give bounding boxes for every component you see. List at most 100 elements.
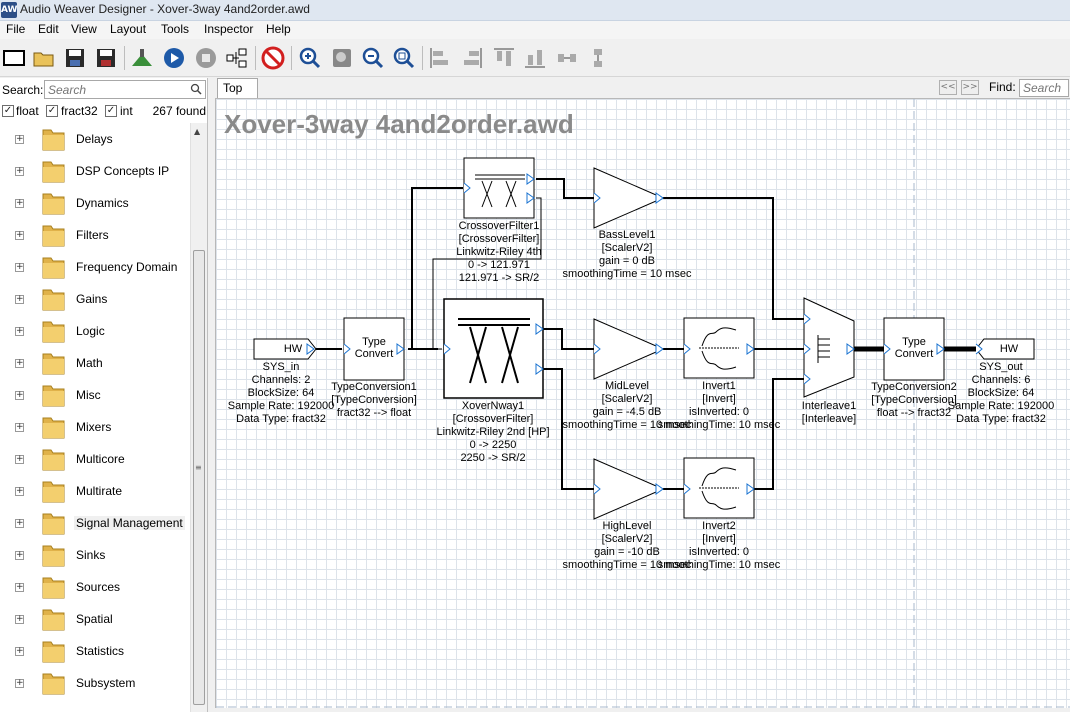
- tc1-class: [TypeConversion]: [331, 394, 417, 406]
- expand-icon[interactable]: +: [15, 134, 24, 144]
- scroll-thumb[interactable]: ≡: [193, 250, 205, 705]
- expand-icon[interactable]: +: [15, 198, 24, 208]
- tree-item-math[interactable]: +Math: [0, 347, 190, 379]
- profile-icon[interactable]: [225, 46, 249, 70]
- align-left-icon[interactable]: [428, 46, 452, 70]
- folder-icon: [42, 385, 65, 407]
- scroll-up-icon[interactable]: ▲: [194, 127, 201, 136]
- run-icon[interactable]: [162, 46, 186, 70]
- tree-item-delays[interactable]: +Delays: [0, 123, 190, 155]
- stop-icon[interactable]: [194, 46, 218, 70]
- tree-item-mixers[interactable]: +Mixers: [0, 411, 190, 443]
- tree-item-multirate[interactable]: +Multirate: [0, 475, 190, 507]
- tree-item-logic[interactable]: +Logic: [0, 315, 190, 347]
- expand-icon[interactable]: +: [15, 358, 24, 368]
- tree-item-spatial[interactable]: +Spatial: [0, 603, 190, 635]
- int-checkbox[interactable]: ✓: [105, 105, 117, 117]
- expand-icon[interactable]: +: [15, 486, 24, 496]
- mid-class: [ScalerV2]: [601, 393, 653, 405]
- menu-view[interactable]: View: [71, 22, 97, 36]
- tree-item-frequency-domain[interactable]: + Frequency Domain: [0, 251, 190, 283]
- sys-out-channels: Channels: 6: [971, 374, 1031, 386]
- zoom-out-icon[interactable]: [361, 46, 385, 70]
- fract32-checkbox[interactable]: ✓: [46, 105, 58, 117]
- bass-smoothing: smoothingTime = 10 msec: [562, 268, 692, 280]
- distribute-h-icon[interactable]: [555, 46, 579, 70]
- tree-item-sinks[interactable]: +Sinks: [0, 539, 190, 571]
- menu-file[interactable]: File: [6, 22, 26, 36]
- align-top-icon[interactable]: [492, 46, 516, 70]
- expand-icon[interactable]: +: [15, 390, 24, 400]
- expand-icon[interactable]: +: [15, 166, 24, 176]
- float-checkbox[interactable]: ✓: [2, 105, 14, 117]
- bass-level1-block: [593, 167, 665, 229]
- wiring-diagram: [216, 99, 1070, 708]
- save-icon[interactable]: [63, 46, 87, 70]
- folder-icon: [42, 289, 65, 311]
- expand-icon[interactable]: +: [15, 294, 24, 304]
- find-input[interactable]: [1019, 79, 1069, 97]
- align-bottom-icon[interactable]: [523, 46, 547, 70]
- tree-item-misc[interactable]: +Misc: [0, 379, 190, 411]
- new-icon[interactable]: [2, 46, 26, 70]
- float-label: float: [16, 104, 39, 118]
- tree-item-dynamics[interactable]: +Dynamics: [0, 187, 190, 219]
- expand-icon[interactable]: +: [15, 550, 24, 560]
- tree-scrollbar[interactable]: ▲ ≡: [190, 123, 207, 712]
- xnway-type: Linkwitz-Riley 2nd [HP]: [436, 426, 550, 438]
- invert1-smoothing: smoothingTime: 10 msec: [657, 419, 781, 431]
- sys-in-channels: Channels: 2: [251, 374, 311, 386]
- nav-next-button[interactable]: >>: [961, 80, 979, 95]
- expand-icon[interactable]: +: [15, 422, 24, 432]
- tc1-name: TypeConversion1: [331, 381, 417, 393]
- tree-item-filters[interactable]: +Filters: [0, 219, 190, 251]
- distribute-v-icon[interactable]: [586, 46, 610, 70]
- no-debug-icon[interactable]: [261, 46, 285, 70]
- build-icon[interactable]: [130, 46, 154, 70]
- tc1-box-line-2: Convert: [354, 348, 394, 360]
- expand-icon[interactable]: +: [15, 326, 24, 336]
- zoom-reset-icon[interactable]: [392, 46, 416, 70]
- tree-item-label: Frequency Domain: [76, 260, 178, 274]
- zoom-fit-icon[interactable]: [330, 46, 354, 70]
- expand-icon[interactable]: +: [15, 230, 24, 240]
- menu-inspector[interactable]: Inspector: [204, 22, 254, 36]
- menu-layout[interactable]: Layout: [110, 22, 147, 36]
- tree-item-signal-management[interactable]: +Signal Management: [0, 507, 190, 539]
- expand-icon[interactable]: +: [15, 454, 24, 464]
- tree-item-dsp-concepts-ip[interactable]: +DSP Concepts IP: [0, 155, 190, 187]
- wire-bass-to-ilv: [663, 197, 807, 320]
- folder-icon: [42, 481, 65, 503]
- menu-tools[interactable]: Tools: [161, 22, 190, 36]
- expand-icon[interactable]: +: [15, 678, 24, 688]
- app-logo-icon: AW: [1, 2, 18, 18]
- tree-item-sources[interactable]: +Sources: [0, 571, 190, 603]
- type-conversion2-block: [883, 317, 945, 381]
- expand-icon[interactable]: +: [15, 518, 24, 528]
- align-right-icon[interactable]: [460, 46, 484, 70]
- folder-icon: [42, 577, 65, 599]
- sys-in-box-label: HW: [283, 343, 303, 355]
- expand-icon[interactable]: +: [15, 614, 24, 624]
- nav-prev-button[interactable]: <<: [939, 80, 957, 95]
- save-all-icon[interactable]: [94, 46, 118, 70]
- tab-top[interactable]: Top: [217, 78, 258, 98]
- folder-icon: [42, 673, 65, 695]
- tree-item-multicore[interactable]: +Multicore: [0, 443, 190, 475]
- design-canvas[interactable]: Xover-3way 4and2order.awd: [215, 98, 1070, 708]
- expand-icon[interactable]: +: [15, 646, 24, 656]
- tree-item-subsystem[interactable]: +Subsystem: [0, 667, 190, 699]
- xover-nway1-block: [443, 298, 544, 399]
- menu-help[interactable]: Help: [266, 22, 291, 36]
- tree-item-statistics[interactable]: +Statistics: [0, 635, 190, 667]
- search-icon[interactable]: [190, 83, 202, 98]
- expand-icon[interactable]: +: [15, 262, 24, 272]
- open-icon[interactable]: [32, 46, 56, 70]
- folder-icon: [42, 129, 65, 151]
- expand-icon[interactable]: +: [15, 582, 24, 592]
- search-input[interactable]: [44, 80, 206, 99]
- menu-edit[interactable]: Edit: [38, 22, 59, 36]
- folder-icon: [42, 321, 65, 343]
- tree-item-gains[interactable]: +Gains: [0, 283, 190, 315]
- zoom-in-icon[interactable]: [298, 46, 322, 70]
